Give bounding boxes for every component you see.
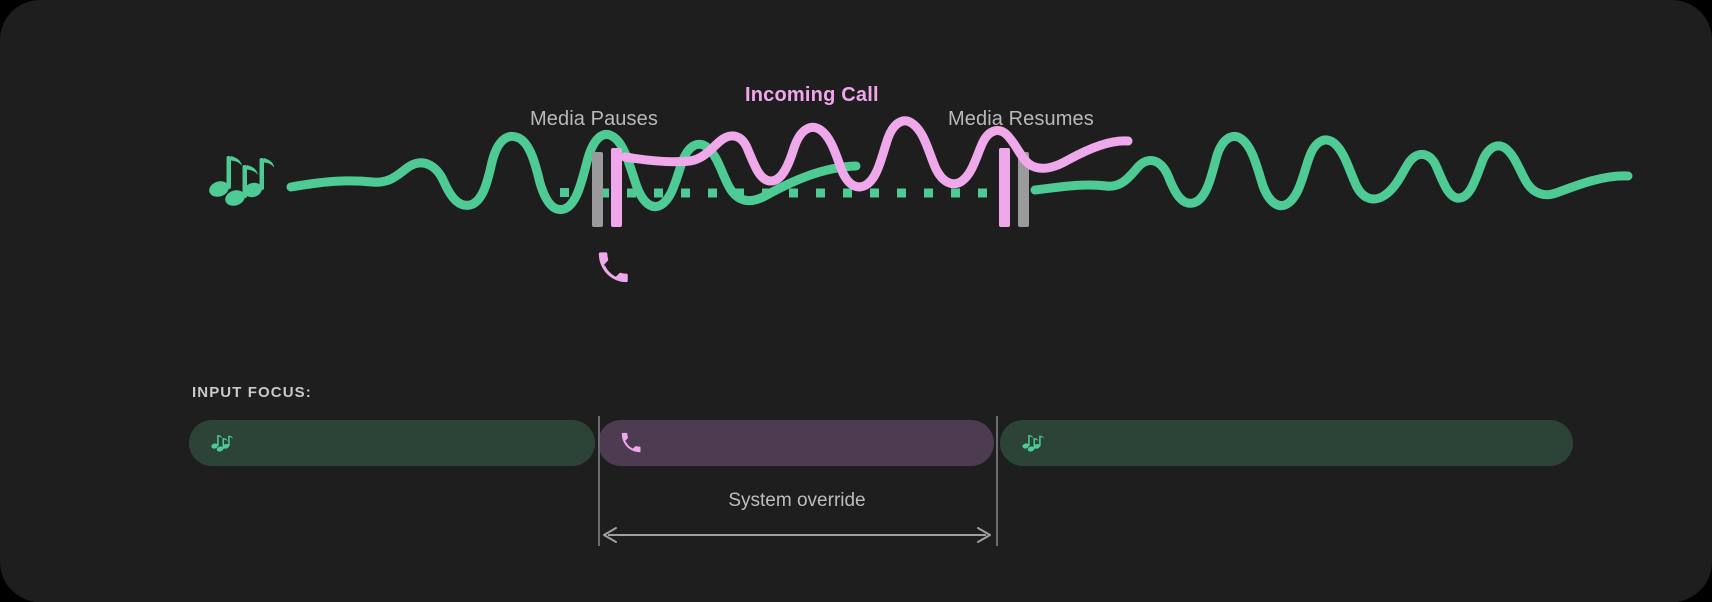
music-notes-icon xyxy=(209,156,274,206)
override-divider-right xyxy=(996,416,998,546)
phone-call-icon xyxy=(598,252,628,283)
focus-bar-media-after[interactable] xyxy=(1000,420,1573,466)
call-waveform xyxy=(620,116,1133,192)
system-override-span-arrow xyxy=(603,527,991,543)
system-override-caption: System override xyxy=(728,490,866,511)
waveform-canvas xyxy=(286,116,1633,227)
audio-timeline: Media Pauses Incoming Call Media Resumes xyxy=(209,84,1633,283)
music-notes-icon xyxy=(1022,435,1044,452)
media-waveform-before xyxy=(286,130,861,215)
incoming-call-label: Incoming Call xyxy=(745,84,879,106)
media-resumes-label: Media Resumes xyxy=(948,108,1094,130)
override-divider-left xyxy=(598,416,600,546)
focus-track xyxy=(0,420,1712,466)
phone-call-icon xyxy=(621,432,641,453)
pause-marker-grey-bar xyxy=(592,152,603,227)
resume-marker-pink-bar xyxy=(999,148,1010,227)
resume-marker-grey-bar xyxy=(1018,152,1029,227)
media-pauses-label: Media Pauses xyxy=(530,108,658,130)
pause-marker-pink-bar xyxy=(611,148,622,227)
muted-dot-stub xyxy=(560,188,569,197)
media-waveform-after xyxy=(1030,132,1633,211)
input-focus-section: INPUT FOCUS: xyxy=(0,340,1712,602)
focus-bar-call[interactable] xyxy=(598,420,994,466)
music-notes-icon xyxy=(211,435,233,452)
input-focus-label: INPUT FOCUS: xyxy=(192,384,312,401)
focus-bar-media-before[interactable] xyxy=(189,420,595,466)
